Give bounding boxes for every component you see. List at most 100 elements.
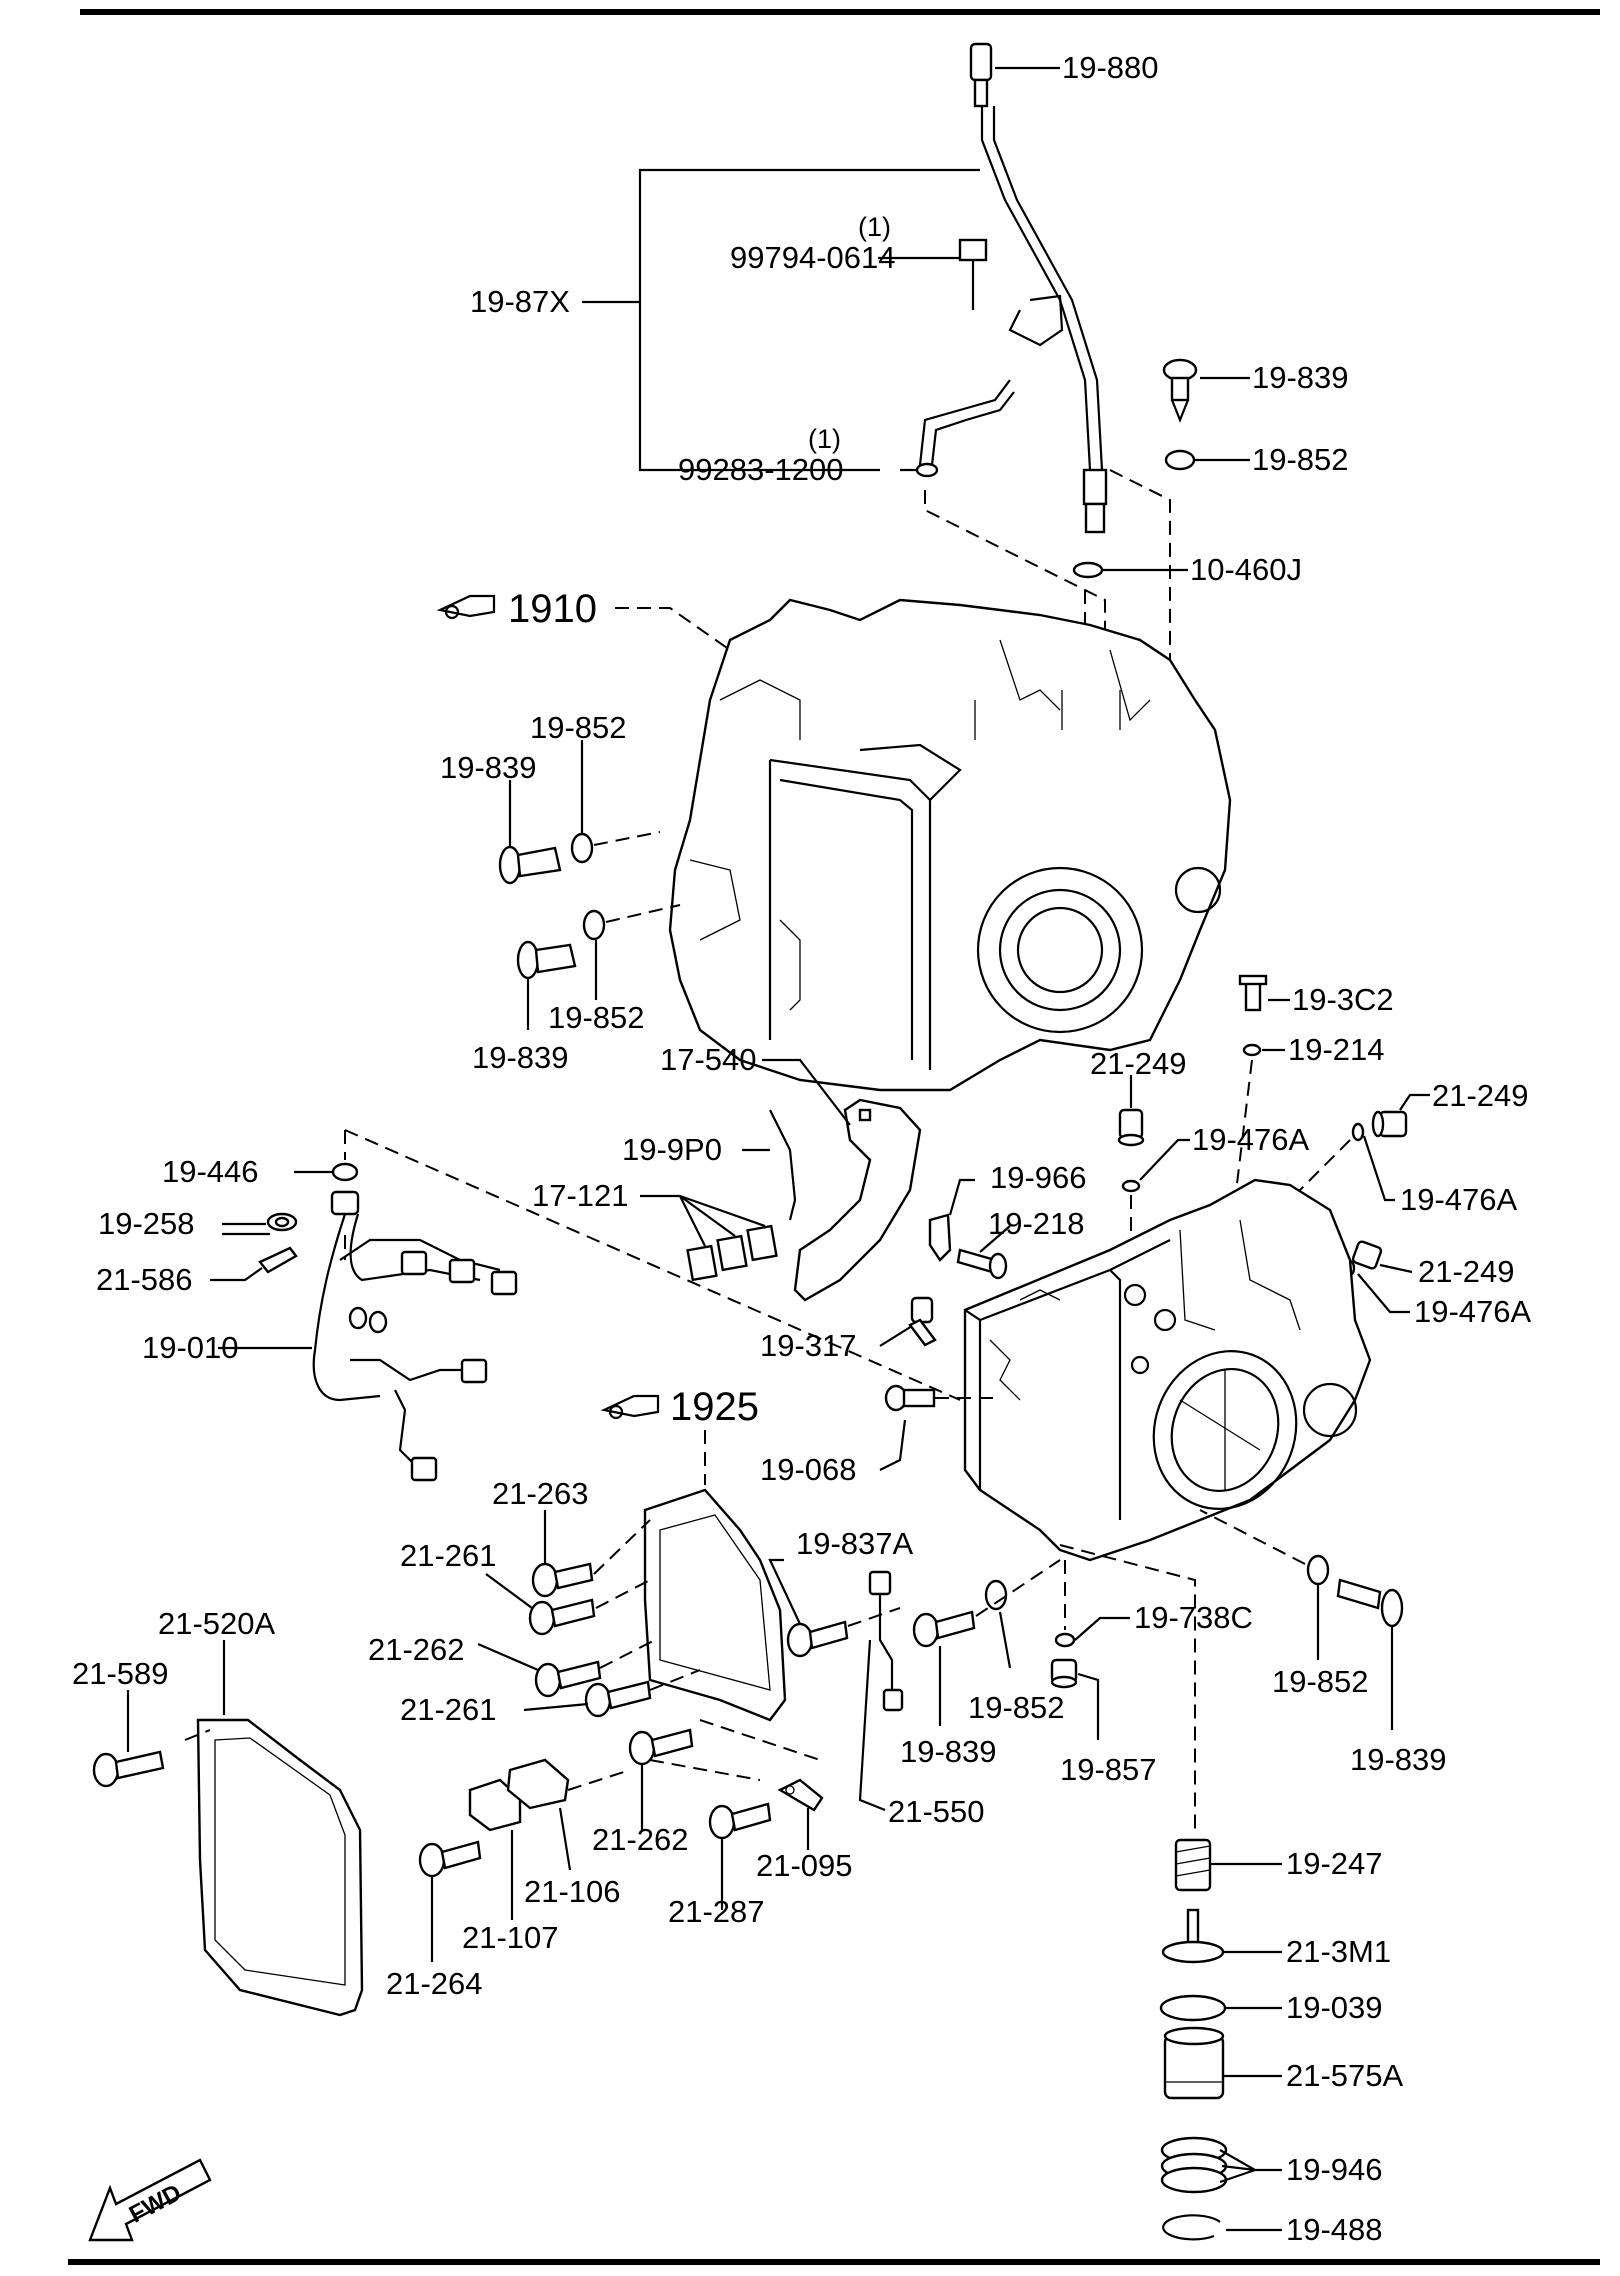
label-19-738c: 19-738C — [1134, 1600, 1253, 1635]
transaxle-case-1910 — [668, 598, 1232, 1092]
washer-19-852-top — [1164, 449, 1196, 471]
label-19-839-c: 19-839 — [900, 1734, 997, 1769]
label-19-946: 19-946 — [1286, 2152, 1383, 2187]
label-21-106: 21-106 — [524, 1874, 621, 1909]
bolt-19-3c2 — [1238, 974, 1268, 1012]
label-99283-1200: 99283-1200 — [678, 452, 844, 487]
label-qty-1a: (1) — [858, 212, 891, 242]
bolt-19-218 — [956, 1248, 1008, 1280]
bolt-21-263 — [531, 1562, 594, 1598]
oring-19-476a-a — [1121, 1179, 1141, 1193]
label-21-107: 21-107 — [462, 1920, 559, 1955]
nut-19-258 — [266, 1212, 298, 1232]
label-19-247: 19-247 — [1286, 1846, 1383, 1881]
label-19-039: 19-039 — [1286, 1990, 1383, 2025]
label-19-446: 19-446 — [162, 1154, 259, 1189]
snapring-19-488 — [1162, 2214, 1221, 2241]
sleeve-21-575a — [1163, 2026, 1225, 2100]
bolt-19-839-c — [912, 1610, 976, 1648]
bolt-21-589 — [92, 1750, 165, 1788]
label-19-852-d: 19-852 — [1272, 1664, 1369, 1699]
label-19-9p0: 19-9P0 — [622, 1132, 722, 1167]
bracket-21-107 — [468, 1778, 522, 1832]
oring-19-446 — [331, 1162, 359, 1182]
label-21-287: 21-287 — [668, 1894, 765, 1929]
label-19-258: 19-258 — [98, 1206, 195, 1241]
oring-19-039 — [1159, 1994, 1227, 2022]
label-19-880: 19-880 — [1062, 50, 1159, 85]
label-21-589: 21-589 — [72, 1656, 169, 1691]
plug-21-249-c — [1351, 1240, 1383, 1270]
label-19-839-top: 19-839 — [1252, 360, 1349, 395]
label-21-249-b: 21-249 — [1432, 1078, 1529, 1113]
label-19-317: 19-317 — [760, 1328, 857, 1363]
label-19-839-b: 19-839 — [472, 1040, 569, 1075]
bolt-21-262-b — [628, 1728, 694, 1766]
label-21-264: 21-264 — [386, 1966, 483, 2001]
bolt-19-839-top — [1162, 358, 1198, 423]
label-19-857: 19-857 — [1060, 1752, 1157, 1787]
rings-19-946 — [1160, 2136, 1228, 2194]
oring-19-214 — [1242, 1043, 1262, 1057]
bolt-19-839-d — [1336, 1578, 1404, 1628]
plug-21-249-b — [1371, 1110, 1408, 1138]
washer-19-852-d — [1306, 1554, 1330, 1586]
label-17-540: 17-540 — [660, 1042, 757, 1077]
label-21-261-b: 21-261 — [400, 1692, 497, 1727]
label-19-010: 19-010 — [142, 1330, 239, 1365]
label-21-249-c: 21-249 — [1418, 1254, 1515, 1289]
spring-19-247 — [1174, 1838, 1212, 1892]
bolt-21-287 — [708, 1802, 772, 1840]
piston-21-3m1 — [1161, 1908, 1225, 1964]
washer-19-852-a — [570, 832, 594, 864]
label-21-263: 21-263 — [492, 1476, 589, 1511]
washer-19-852-b — [582, 909, 606, 941]
fitting-19-317 — [908, 1296, 937, 1347]
bolt-21-262-a — [534, 1660, 602, 1698]
label-19-966: 19-966 — [990, 1160, 1087, 1195]
bolt-19-839-b — [516, 940, 577, 980]
bolt-19-837a — [786, 1620, 849, 1658]
valve-body-gasket — [643, 1488, 787, 1722]
plug-21-249-a — [1117, 1108, 1145, 1147]
bolt-21-261-b — [584, 1680, 652, 1718]
plug-19-068 — [884, 1384, 936, 1412]
clip-21-586 — [258, 1246, 298, 1274]
clip-19-9p0 — [769, 1109, 797, 1221]
ref-1910-text: 1910 — [508, 587, 597, 631]
label-21-262-a: 21-262 — [368, 1632, 465, 1667]
fwd-arrow: FWD — [88, 2158, 212, 2242]
dipstick-assembly — [915, 42, 1108, 579]
label-19-476a-a: 19-476A — [1192, 1122, 1310, 1157]
label-19-218: 19-218 — [988, 1206, 1085, 1241]
label-19-839-d: 19-839 — [1350, 1742, 1447, 1777]
label-21-586: 21-586 — [96, 1262, 193, 1297]
label-19-837a: 19-837A — [796, 1526, 914, 1561]
harness-19-010 — [312, 1190, 518, 1482]
label-19-476a-c: 19-476A — [1414, 1294, 1532, 1329]
ref-1910: 1910 — [436, 587, 731, 651]
label-qty-1b: (1) — [808, 424, 841, 454]
label-21-249-a: 21-249 — [1090, 1046, 1187, 1081]
label-19-852-top: 19-852 — [1252, 442, 1349, 477]
bolt-21-261-a — [528, 1598, 596, 1636]
clip-21-095 — [777, 1778, 824, 1812]
bolt-21-264 — [418, 1840, 482, 1878]
oil-pan-21-520a — [184, 1718, 364, 2017]
label-21-261-a: 21-261 — [400, 1538, 497, 1573]
shield-17-540 — [793, 1098, 922, 1302]
bolt-19-839-a — [498, 845, 562, 885]
label-21-550: 21-550 — [888, 1794, 985, 1829]
label-10-460j: 10-460J — [1190, 552, 1302, 587]
label-21-262-b: 21-262 — [592, 1822, 689, 1857]
label-21-575a: 21-575A — [1286, 2058, 1404, 2093]
washer-19-852-c — [984, 1579, 1008, 1611]
bracket-19-966 — [928, 1213, 952, 1262]
label-19-839-a: 19-839 — [440, 750, 537, 785]
label-99794-0614: 99794-0614 — [730, 240, 896, 275]
label-19-476a-b: 19-476A — [1400, 1182, 1518, 1217]
label-19-87x: 19-87X — [470, 284, 570, 319]
label-19-214: 19-214 — [1288, 1032, 1385, 1067]
clips-17-121 — [686, 1224, 778, 1282]
label-17-121: 17-121 — [532, 1178, 629, 1213]
